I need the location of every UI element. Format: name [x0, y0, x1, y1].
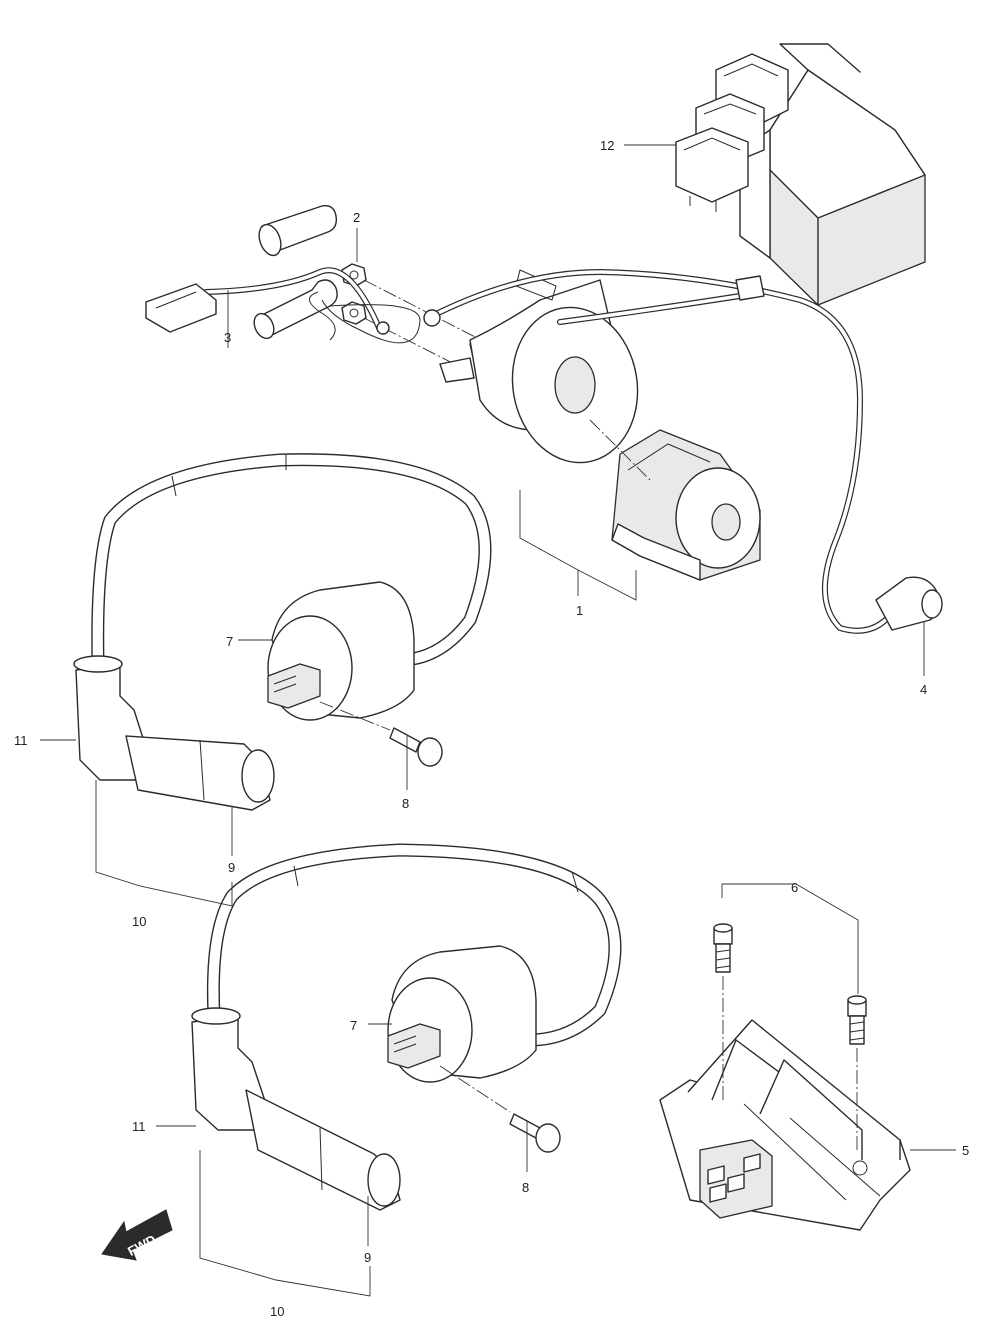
screw-8-upper	[319, 701, 443, 767]
callout-10-lower: 10	[270, 1304, 284, 1319]
ignition-coil-lower	[191, 843, 622, 1211]
starter-cable-4	[423, 268, 943, 634]
callout-8-lower: 8	[522, 1180, 529, 1195]
callout-11-lower: 11	[132, 1119, 146, 1134]
callout-9-upper: 9	[228, 860, 235, 875]
callout-7-upper: 7	[226, 634, 233, 649]
starter-relay-1	[439, 269, 761, 581]
forward-direction-arrow: FWD	[101, 1209, 173, 1261]
leader-lines	[40, 144, 956, 1297]
callout-5: 5	[962, 1143, 969, 1158]
callout-8-upper: 8	[402, 796, 409, 811]
screw-8-lower	[439, 1065, 561, 1153]
callout-7-lower: 7	[350, 1018, 357, 1033]
callout-4: 4	[920, 682, 927, 697]
callout-10-upper: 10	[132, 914, 146, 929]
callout-2: 2	[353, 210, 360, 225]
callout-1: 1	[576, 603, 583, 618]
callout-6: 6	[791, 880, 798, 895]
callout-9-lower: 9	[364, 1250, 371, 1265]
relay-unit-12	[675, 43, 926, 306]
callout-11-upper: 11	[14, 733, 28, 748]
callout-12: 12	[600, 138, 614, 153]
callout-labels: 1 2 3 4 5 6 7 7 8 8 9 9 10 10 11 11 12	[14, 138, 969, 1319]
wire-harness-3	[145, 267, 421, 344]
ignition-coil-upper	[73, 453, 492, 811]
callout-3: 3	[224, 330, 231, 345]
bolts-6	[713, 923, 867, 1150]
regulator-rectifier-5	[659, 1019, 911, 1231]
